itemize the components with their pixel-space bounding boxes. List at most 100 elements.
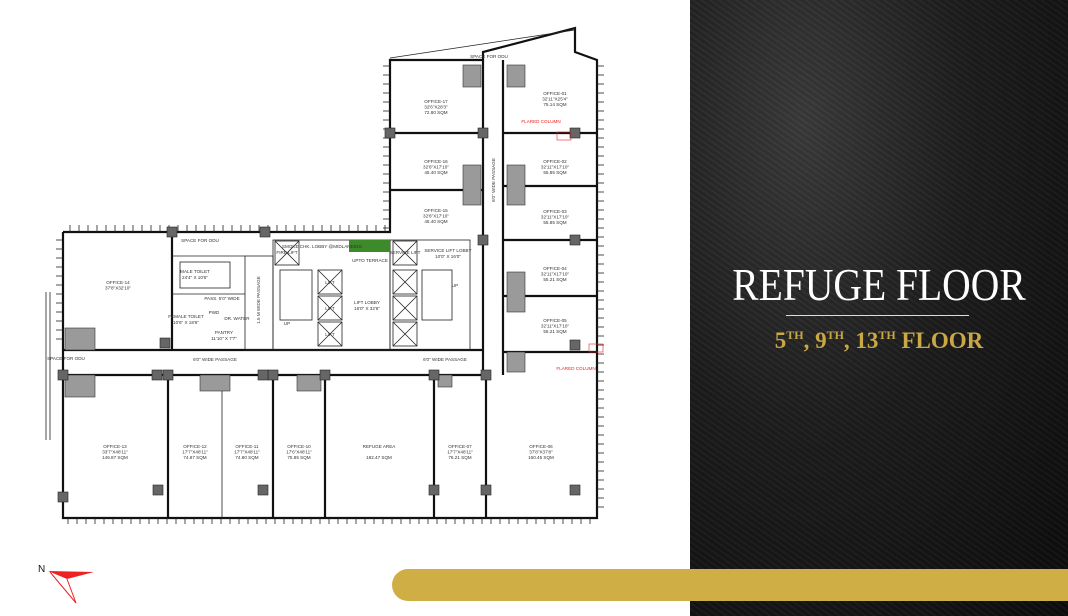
passage-label: 6'0" WIDE PASSAGE [193,357,237,362]
pass-label: PASS. 5'0" WIDE [204,296,239,301]
fire-lift-label: FIRE LIFT [276,250,297,255]
column [569,339,581,351]
passage-label: 6'0" WIDE PASSAGE [423,357,467,362]
room-dim: 32'6"X17'10" [423,165,449,170]
column [319,369,331,381]
north-arrow-icon [48,571,94,604]
service-lift-lobby-label: SERVICE LIFT LOBBY [424,248,471,253]
room-area: 74.87 SQM [183,455,206,460]
column [384,127,396,139]
floor-subtitle: 5TH, 9TH, 13TH FLOOR [690,328,1068,354]
column [428,369,440,381]
room-dim: 17'6"X48'11" [286,450,312,455]
column [569,484,581,496]
lift-lobby-dim: 16'0" X 32'6" [354,306,380,311]
room-name: OFFICE-05 [543,318,567,323]
up-label: UP [452,283,458,288]
room-area: 75.14 SQM [543,102,566,107]
lift-label: LIFT [325,280,335,285]
male-toilet-dim: 24'4" X 10'6" [182,275,208,280]
room-dim: 37'8"X37'8" [529,450,553,455]
room-area: 74.80 SQM [235,455,258,460]
room-area: 72.80 SQM [424,110,447,115]
facade-fins [56,65,604,524]
column [57,491,69,503]
terrace-planter [349,240,390,252]
space-odu-label: SPACE FOR ODU [470,54,508,59]
room-dim: 32'6"X28'3" [424,105,448,110]
column [151,369,163,381]
room-area: 55.21 SQM [543,277,566,282]
column [159,337,171,349]
room-name: OFFICE-12 [183,444,207,449]
sub-sup: TH [878,328,896,342]
room-area: 146.87 SQM [102,455,128,460]
room-name: OFFICE-02 [543,159,567,164]
pantry-label: PANTRY [215,330,233,335]
internal-walls [63,60,597,518]
room-dim: 17'7"X48'11" [447,450,473,455]
room-dim: 33'7"X48'11" [102,450,128,455]
room-dim: 32'11"X17'10" [541,324,570,329]
column [259,226,271,238]
lift-label: LIFT [325,332,335,337]
title-divider [786,315,969,316]
room-name: OFFICE-03 [543,209,567,214]
flared-column-label: FLARED COLUMN [521,119,560,124]
room-name: OFFICE-15 [424,208,448,213]
room-name: OFFICE-01 [543,91,567,96]
lift-label: LIFT [325,306,335,311]
room-area: 55.85 SQM [543,220,566,225]
room-name: OFFICE-10 [287,444,311,449]
column [477,234,489,246]
room-dim: 17'7"X48'11" [182,450,208,455]
page-title: REFUGE FLOOR [732,259,1026,310]
room-dim: 32'11"X25'4" [542,97,568,102]
sub-part: FLOOR [895,328,984,353]
flared-column-marker [588,343,604,353]
smoke-lobby-label: SMOKE CHK. LOBBY @MIDLANDING [282,244,363,249]
room-area: 45.40 SQM [424,219,447,224]
column [257,369,269,381]
room-dim: 37'8"X32'10" [105,286,131,291]
room-area: 160.45 SQM [528,455,554,460]
title-panel: REFUGE FLOOR 5TH, 9TH, 13TH FLOOR [690,0,1068,616]
room-dim: 32'11"X17'10" [541,215,570,220]
room-area: 55.85 SQM [543,170,566,175]
structural-columns [57,127,581,503]
pwd-label: PWD [209,310,220,315]
dr-water-label: DR. WATER [224,316,250,321]
room-area: 76.21 SQM [448,455,471,460]
room-dim: 32'6"X17'10" [423,214,449,219]
column [152,484,164,496]
misc-labels: SPACE FOR ODU SPACE FOR ODU SPACE FOR OD… [47,54,596,371]
room-name: OFFICE-14 [106,280,130,285]
space-odu-label: SPACE FOR ODU [181,238,219,243]
column [257,484,269,496]
lift-cores [64,64,526,398]
column [267,369,279,381]
passage-label: 1.5 M WIDE PASSAGE [256,276,261,324]
column [428,484,440,496]
room-area: 75.85 SQM [287,455,310,460]
room-area: 45.40 SQM [424,170,447,175]
room-dim: 17'7"X48'11" [234,450,260,455]
column [480,484,492,496]
column [57,369,69,381]
room-name: OFFICE-17 [424,99,448,104]
sub-sup: TH [826,328,844,342]
column [166,226,178,238]
gold-accent-bar [392,569,1068,601]
up-label: UP [284,321,290,326]
room-dim: 32'11"X17'10" [541,165,570,170]
flared-column-marker [556,131,572,141]
column [162,369,174,381]
female-toilet-label: FEMALE TOILET [168,314,204,319]
column [480,369,492,381]
room-area: 182.47 SQM [366,455,392,460]
room-name: REFUGE AREA [363,444,397,449]
sub-sup: TH [786,328,804,342]
flared-column-label: FLARED COLUMN [556,366,595,371]
